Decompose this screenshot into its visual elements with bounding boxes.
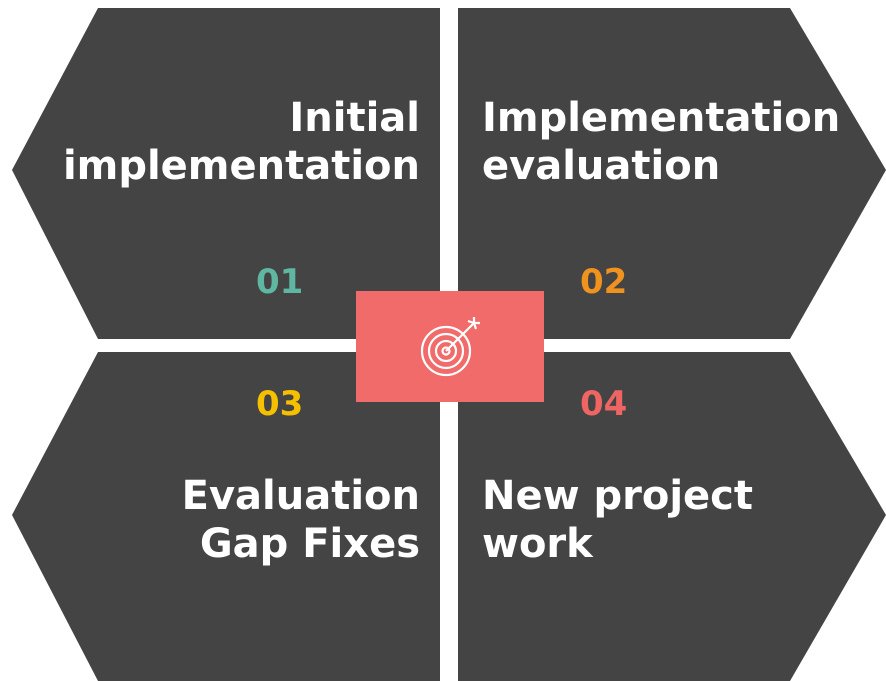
quadrant-title-02: Implementation evaluation	[482, 95, 841, 189]
quadrant-title-04: New project work	[482, 473, 753, 567]
quadrant-number-02: 02	[580, 262, 628, 302]
quadrant-shape-03	[12, 352, 440, 681]
target-icon	[420, 316, 480, 376]
quadrant-number-03: 03	[256, 384, 304, 424]
quadrant-title-01: Initial implementation	[62, 95, 420, 189]
quadrant-number-04: 04	[580, 384, 628, 424]
quadrant-shape-01	[12, 8, 440, 339]
quadrant-shape-04	[458, 352, 886, 681]
center-box	[356, 291, 544, 402]
quadrant-shape-02	[458, 8, 886, 339]
quadrant-title-03: Evaluation Gap Fixes	[181, 473, 420, 567]
quadrant-number-01: 01	[256, 262, 304, 302]
